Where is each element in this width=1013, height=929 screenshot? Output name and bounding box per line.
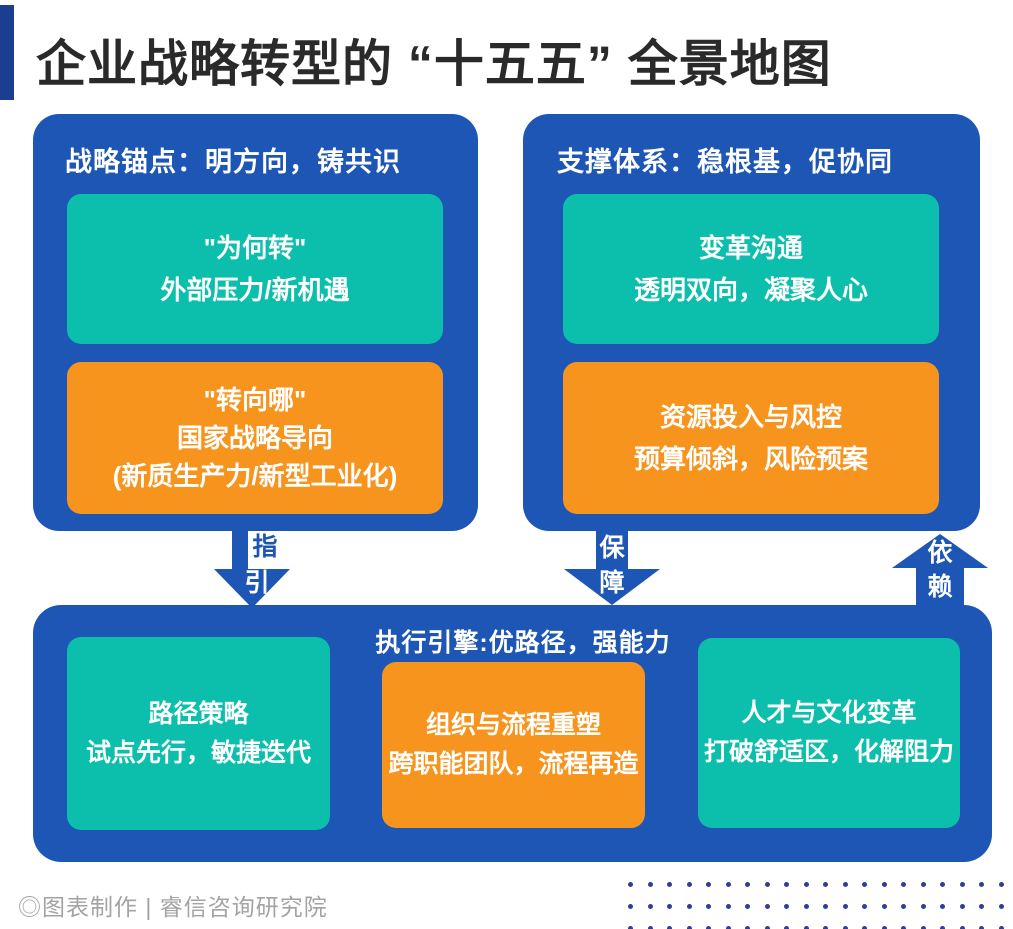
dot	[862, 926, 867, 929]
dot	[842, 882, 848, 887]
dot	[784, 926, 789, 929]
panel-anchor-header: 战略锚点：明方向，铸共识	[65, 147, 401, 177]
dot	[725, 926, 731, 929]
page-title: 企业战略转型的 “十五五” 全景地图	[36, 36, 832, 92]
dot	[901, 926, 906, 929]
card-line: "为何转"	[203, 233, 307, 263]
dot	[959, 926, 965, 929]
dot	[784, 882, 789, 887]
dot	[725, 882, 731, 887]
dot	[686, 882, 692, 887]
dot	[881, 904, 887, 909]
dot	[998, 882, 1004, 887]
dot	[823, 904, 828, 909]
dot	[940, 926, 945, 929]
card-resources-risk: 资源投入与风控 预算倾斜，风险预案	[563, 362, 939, 514]
dot	[764, 926, 770, 929]
dot	[667, 882, 672, 887]
dot	[784, 904, 789, 909]
up-arrow-icon	[892, 534, 988, 608]
panel-execution-engine: 执行引擎:优路径，强能力 路径策略 试点先行，敏捷迭代 组织与流程重塑 跨职能团…	[33, 605, 992, 862]
card-line: 预算倾斜，风险预案	[633, 444, 868, 474]
card-line: 国家战略导向	[176, 423, 333, 453]
dot	[628, 882, 633, 887]
dot	[920, 904, 926, 909]
panel-support-system: 支撑体系：稳根基，促协同 变革沟通 透明双向，凝聚人心 资源投入与风控 预算倾斜…	[523, 114, 980, 531]
panel-engine-header: 执行引擎:优路径，强能力	[375, 629, 671, 657]
card-org-process: 组织与流程重塑 跨职能团队，流程再造	[382, 662, 645, 828]
dot	[881, 882, 887, 887]
dot	[745, 926, 750, 929]
card-line: 透明双向，凝聚人心	[633, 275, 868, 305]
dot	[998, 926, 1004, 929]
card-line: 组织与流程重塑	[425, 711, 601, 739]
dot	[920, 882, 926, 887]
dot	[764, 904, 770, 909]
dot	[901, 904, 906, 909]
dot	[628, 926, 633, 929]
dot	[686, 926, 692, 929]
down-arrow-icon	[214, 531, 290, 608]
card-line: 打破舒适区，化解阻力	[703, 738, 954, 766]
dot	[745, 882, 750, 887]
dot	[725, 904, 731, 909]
dot	[940, 904, 945, 909]
card-transform-direction: "转向哪" 国家战略导向 (新质生产力/新型工业化)	[67, 362, 443, 514]
card-line: 资源投入与风控	[659, 402, 842, 432]
dot	[706, 926, 711, 929]
dot	[979, 926, 984, 929]
dot	[842, 926, 848, 929]
dot	[764, 882, 770, 887]
card-line: 外部压力/新机遇	[160, 275, 350, 305]
card-line: 路径策略	[148, 699, 249, 728]
dot	[706, 882, 711, 887]
card-line: 跨职能团队，流程再造	[388, 750, 639, 778]
dot	[998, 904, 1004, 909]
credit-text: ◎图表制作 | 睿信咨询研究院	[18, 894, 328, 920]
dot	[667, 926, 672, 929]
card-line: 变革沟通	[698, 233, 803, 263]
title-accent-bar	[0, 5, 14, 100]
card-line: 试点先行，敏捷迭代	[85, 738, 311, 767]
dot-pattern-decoration	[628, 882, 1004, 929]
dot	[862, 904, 867, 909]
card-line: "转向哪"	[203, 385, 307, 415]
dot	[628, 904, 633, 909]
dot	[647, 926, 653, 929]
dot	[803, 904, 809, 909]
arrow-safeguard-down: 保 障	[557, 531, 667, 605]
dot	[803, 926, 809, 929]
card-talent-culture: 人才与文化变革 打破舒适区，化解阻力	[698, 638, 960, 828]
dot	[959, 882, 965, 887]
panel-strategic-anchor: 战略锚点：明方向，铸共识 "为何转" 外部压力/新机遇 "转向哪" 国家战略导向…	[33, 114, 478, 531]
dot	[940, 882, 945, 887]
card-why-transform: "为何转" 外部压力/新机遇	[67, 194, 443, 344]
dot	[823, 882, 828, 887]
card-line: (新质生产力/新型工业化)	[112, 461, 398, 491]
arrow-depend-up: 依 赖	[890, 534, 990, 608]
dot	[979, 882, 984, 887]
dot	[881, 926, 887, 929]
dot	[862, 882, 867, 887]
dot	[686, 904, 692, 909]
dot	[959, 904, 965, 909]
dot	[647, 882, 653, 887]
card-path-strategy: 路径策略 试点先行，敏捷迭代	[67, 637, 330, 830]
dot	[647, 904, 653, 909]
dot	[706, 904, 711, 909]
dot	[979, 904, 984, 909]
dot	[667, 904, 672, 909]
arrow-guide-down: 指 引	[212, 531, 292, 608]
dot	[901, 882, 906, 887]
dot	[745, 904, 750, 909]
dot	[803, 882, 809, 887]
dot	[823, 926, 828, 929]
card-change-communication: 变革沟通 透明双向，凝聚人心	[563, 194, 939, 344]
dot	[920, 926, 926, 929]
panel-support-header: 支撑体系：稳根基，促协同	[557, 147, 893, 177]
dot	[842, 904, 848, 909]
card-line: 人才与文化变革	[741, 699, 917, 727]
down-arrow-icon	[564, 531, 660, 605]
